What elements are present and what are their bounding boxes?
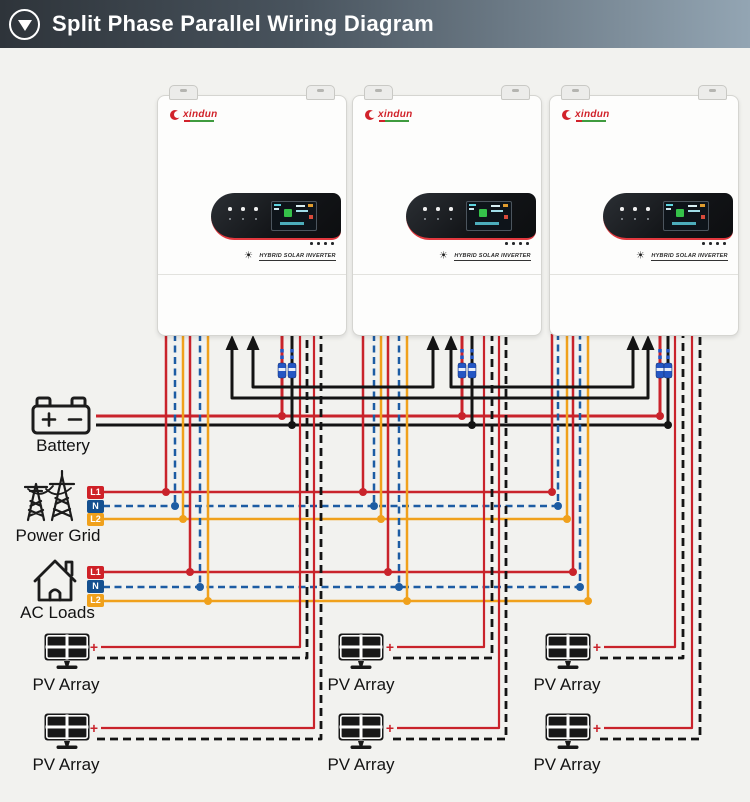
brand-tagline-bar xyxy=(576,120,606,122)
load-n-badge: N xyxy=(87,580,104,593)
sun-icon: ☀ xyxy=(439,250,448,262)
grid-neutral-bus xyxy=(103,334,560,508)
sun-icon: ☀ xyxy=(636,250,645,262)
body-seam xyxy=(550,274,738,275)
load-l1-badge: L1 xyxy=(87,566,104,579)
battery-icon xyxy=(31,396,91,435)
power-grid-icon xyxy=(24,470,76,522)
pv-positive-wires xyxy=(101,334,694,730)
pv-positive-sign: + xyxy=(385,639,395,655)
parallel-comm-cables xyxy=(230,347,650,400)
brand-crescent-icon xyxy=(562,110,573,120)
body-seam xyxy=(158,274,346,275)
body-seam xyxy=(353,274,541,275)
sun-icon: ☀ xyxy=(244,250,253,262)
pv-panel-icon xyxy=(545,633,591,670)
pv-array-label: PV Array xyxy=(327,675,395,694)
pv-array-label: PV Array xyxy=(327,755,395,774)
pv-panel-icon xyxy=(338,713,384,750)
pv-positive-sign: + xyxy=(592,720,602,736)
mounting-tab xyxy=(364,85,393,100)
inverter-unit-2: xindun ☀ HYBRID SOLAR INVERTER xyxy=(352,85,542,336)
display-panel xyxy=(211,193,341,240)
pv-positive-sign: + xyxy=(89,720,99,736)
load-l2-badge: L2 xyxy=(87,594,104,607)
pv-positive-sign: + xyxy=(385,720,395,736)
junction-dots-orange xyxy=(179,515,592,605)
mounting-tab xyxy=(698,85,727,100)
header-bar: Split Phase Parallel Wiring Diagram xyxy=(0,0,750,48)
pv-negative-wires xyxy=(97,334,702,741)
grid-n-badge: N xyxy=(87,500,104,513)
pv-panel-icon xyxy=(44,713,90,750)
pv-array-label: PV Array xyxy=(32,755,100,774)
lcd-screen xyxy=(663,201,709,231)
grid-l1-badge: L1 xyxy=(87,486,104,499)
battery-label: Battery xyxy=(36,436,90,455)
mounting-tab xyxy=(501,85,530,100)
brand-crescent-icon xyxy=(365,110,376,120)
grid-l2-badge: L2 xyxy=(87,513,104,526)
junction-dots-black xyxy=(288,421,672,429)
pv-array-label: PV Array xyxy=(533,675,601,694)
lcd-screen xyxy=(271,201,317,231)
brand-tagline-bar xyxy=(379,120,409,122)
pv-array-label: PV Array xyxy=(32,675,100,694)
inverter-unit-1: xindun ☀ HYBRID SOLAR INVERTER xyxy=(157,85,347,336)
product-label: ☀ HYBRID SOLAR INVERTER xyxy=(439,250,531,262)
pv-panel-icon xyxy=(44,633,90,670)
pv-positive-sign: + xyxy=(592,639,602,655)
pv-panel-icon xyxy=(545,713,591,750)
brand-crescent-icon xyxy=(170,110,181,120)
load-l1-bus xyxy=(103,334,575,574)
lcd-screen xyxy=(466,201,512,231)
page-title: Split Phase Parallel Wiring Diagram xyxy=(52,11,434,36)
ac-loads-house-icon xyxy=(33,559,77,602)
product-label: ☀ HYBRID SOLAR INVERTER xyxy=(244,250,336,262)
ac-loads-label: AC Loads xyxy=(20,603,95,622)
brand-name: xindun xyxy=(183,109,218,120)
mounting-tab xyxy=(561,85,590,100)
triangle-down-icon xyxy=(9,8,40,40)
pv-array-label: PV Array xyxy=(533,755,601,774)
battery-fuses xyxy=(277,349,673,379)
display-panel xyxy=(406,193,536,240)
brand-name: xindun xyxy=(378,109,413,120)
brand-tagline-bar xyxy=(184,120,214,122)
mounting-tab xyxy=(169,85,198,100)
brand-name: xindun xyxy=(575,109,610,120)
product-label: ☀ HYBRID SOLAR INVERTER xyxy=(636,250,728,262)
mounting-tab xyxy=(306,85,335,100)
junction-dots-red xyxy=(162,412,664,576)
display-panel xyxy=(603,193,733,240)
battery-positive-bus xyxy=(96,334,662,418)
inverter-unit-3: xindun ☀ HYBRID SOLAR INVERTER xyxy=(549,85,739,336)
power-grid-label: Power Grid xyxy=(15,526,101,545)
pv-positive-sign: + xyxy=(89,639,99,655)
pv-panel-icon xyxy=(338,633,384,670)
comm-arrowheads xyxy=(225,335,655,350)
junction-dots-blue xyxy=(171,502,584,591)
